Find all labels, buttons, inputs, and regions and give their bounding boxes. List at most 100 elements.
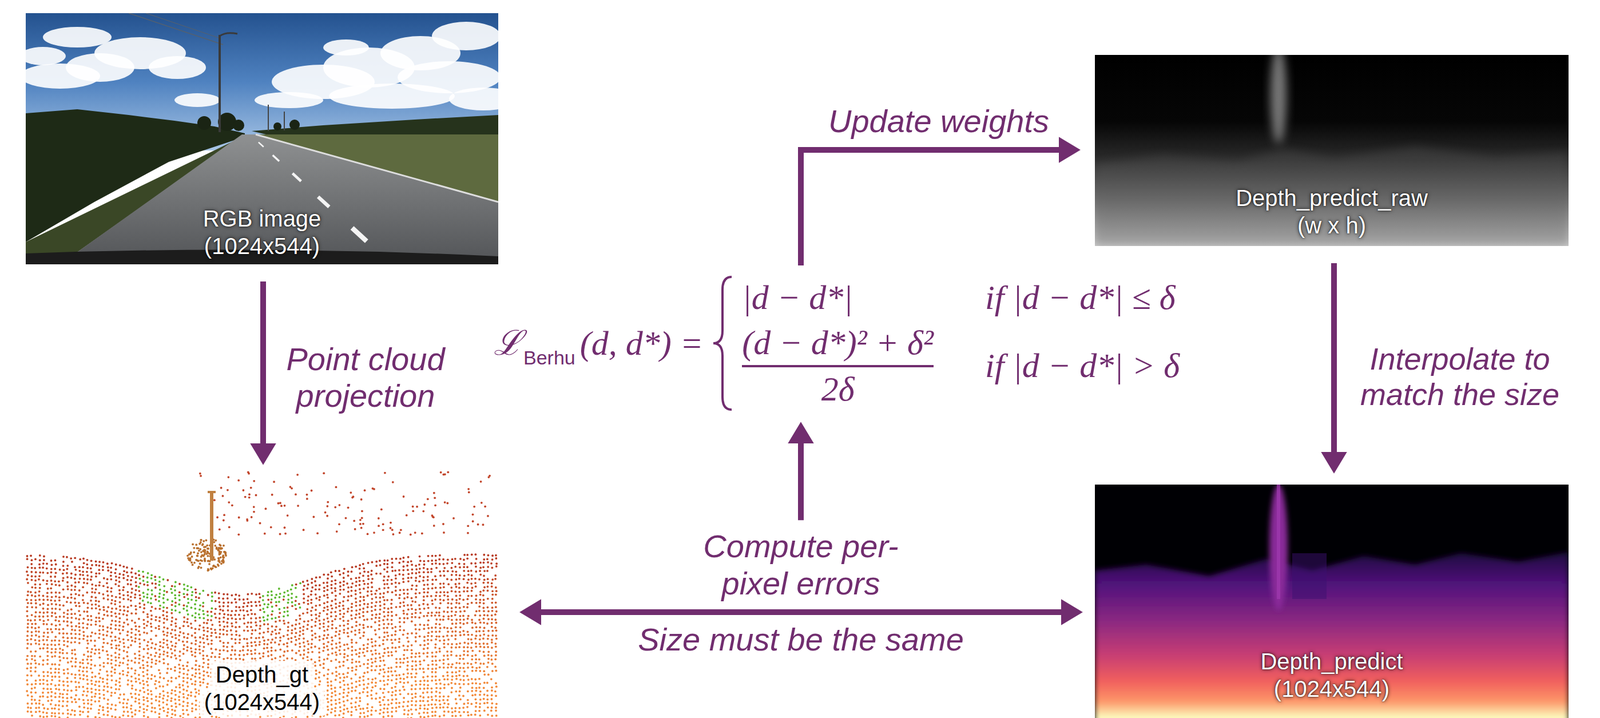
point (50, 582, 54, 586)
point (174, 601, 177, 605)
point (169, 656, 173, 659)
point (34, 670, 37, 673)
point (169, 648, 173, 651)
point (86, 574, 89, 577)
point (94, 716, 97, 718)
point (82, 653, 86, 657)
point (126, 633, 129, 637)
point (173, 585, 177, 588)
point (70, 560, 74, 563)
point (26, 662, 30, 665)
point (487, 475, 490, 479)
point (312, 515, 315, 519)
point (433, 491, 436, 495)
point (46, 604, 50, 607)
point (133, 621, 137, 624)
point (391, 481, 395, 484)
point (26, 667, 29, 670)
point (146, 700, 149, 703)
point (186, 636, 189, 639)
point (150, 614, 153, 617)
point (126, 654, 129, 658)
point (65, 556, 69, 559)
point (42, 615, 45, 618)
point (93, 639, 97, 642)
point (126, 663, 129, 666)
point (143, 626, 146, 630)
point (173, 649, 177, 652)
point (163, 589, 166, 593)
point (245, 519, 249, 522)
point (41, 703, 45, 706)
point (33, 699, 37, 702)
point (30, 657, 34, 661)
point (49, 703, 53, 706)
point (169, 588, 173, 591)
point (257, 636, 261, 639)
point (165, 610, 169, 614)
point (57, 683, 61, 686)
point (105, 682, 109, 685)
point (49, 575, 53, 578)
point (38, 618, 42, 621)
point (466, 531, 470, 535)
formula-subscript: Berhu (523, 347, 576, 368)
point (94, 616, 98, 619)
point (254, 644, 257, 647)
point (110, 662, 113, 665)
point (130, 704, 133, 707)
point (26, 590, 30, 593)
point (46, 592, 49, 595)
point (70, 596, 73, 599)
point (237, 516, 241, 519)
point (207, 658, 210, 661)
point (70, 709, 74, 712)
point (473, 505, 476, 508)
point (30, 634, 34, 637)
point (29, 650, 33, 653)
point (174, 637, 177, 640)
point (225, 629, 229, 633)
point (149, 609, 153, 613)
point (126, 630, 130, 633)
point (106, 678, 109, 681)
point (142, 579, 145, 582)
point (69, 601, 73, 604)
point (81, 658, 85, 662)
point (118, 648, 121, 651)
point (352, 519, 356, 523)
point (183, 620, 186, 623)
point (50, 711, 54, 714)
point (46, 679, 49, 682)
point (178, 582, 181, 586)
point (81, 573, 85, 577)
point (78, 661, 82, 664)
point (34, 661, 38, 665)
point (255, 636, 258, 639)
point (165, 639, 169, 642)
point (221, 609, 225, 612)
point (97, 604, 101, 607)
point (46, 635, 50, 638)
point (114, 620, 117, 623)
point (222, 593, 225, 596)
point (264, 507, 268, 510)
point (113, 668, 117, 671)
point (199, 604, 202, 607)
point (245, 605, 249, 608)
point (62, 555, 65, 558)
point (133, 713, 137, 716)
point (70, 628, 74, 631)
point (94, 599, 98, 602)
point (58, 716, 61, 718)
point (135, 581, 138, 584)
point (118, 624, 121, 627)
lane-dash (258, 142, 264, 148)
point (247, 472, 250, 475)
point (90, 564, 94, 567)
point (290, 487, 293, 490)
point (86, 707, 90, 710)
point (114, 568, 118, 571)
point (130, 715, 134, 718)
point (147, 648, 150, 651)
